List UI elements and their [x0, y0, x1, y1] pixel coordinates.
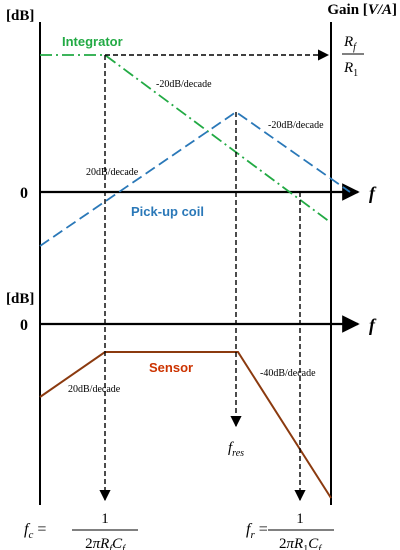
pickup-coil-label: Pick-up coil	[131, 204, 204, 219]
gain-ratio-denominator: R1	[343, 60, 358, 79]
gain-ratio-numerator: Rf	[343, 34, 357, 53]
zero-label-bottom: 0	[20, 317, 28, 334]
gain-axis-label: Gain [V/A]	[327, 2, 397, 18]
zero-label-top: 0	[20, 185, 28, 202]
pickup-slope-up-label: 20dB/decade	[86, 167, 139, 178]
fc-symbol: fc =	[24, 521, 46, 541]
fc-formula: fc = 1 2πRfCf	[24, 511, 138, 550]
sensor-curve	[39, 351, 332, 499]
db-label-bottom: [dB]	[6, 291, 34, 307]
integrator-slope-label: -20dB/decade	[156, 79, 212, 90]
fr-numerator: 1	[296, 511, 304, 527]
sensor-label: Sensor	[149, 360, 193, 375]
fr-denominator: 2πR1Cf	[279, 536, 322, 550]
fres-label: fres	[228, 440, 244, 459]
fc-denominator: 2πRfCf	[85, 536, 126, 550]
pickup-slope-down-label: -20dB/decade	[268, 120, 324, 131]
frequency-label-bottom: f	[369, 315, 377, 335]
sensor-slope-up-label: 20dB/decade	[68, 384, 121, 395]
fr-symbol: fr =	[246, 521, 268, 541]
integrator-label: Integrator	[62, 34, 123, 49]
sensor-slope-down-label: -40dB/decade	[260, 368, 316, 379]
pickup-coil-curve	[39, 110, 351, 247]
db-label-top: [dB]	[6, 8, 34, 24]
integrator-curve	[40, 54, 331, 223]
frequency-label-top: f	[369, 183, 377, 203]
gain-ratio: Rf R1	[342, 34, 364, 79]
fc-numerator: 1	[101, 511, 109, 527]
fr-formula: fr = 1 2πR1Cf	[246, 511, 334, 550]
